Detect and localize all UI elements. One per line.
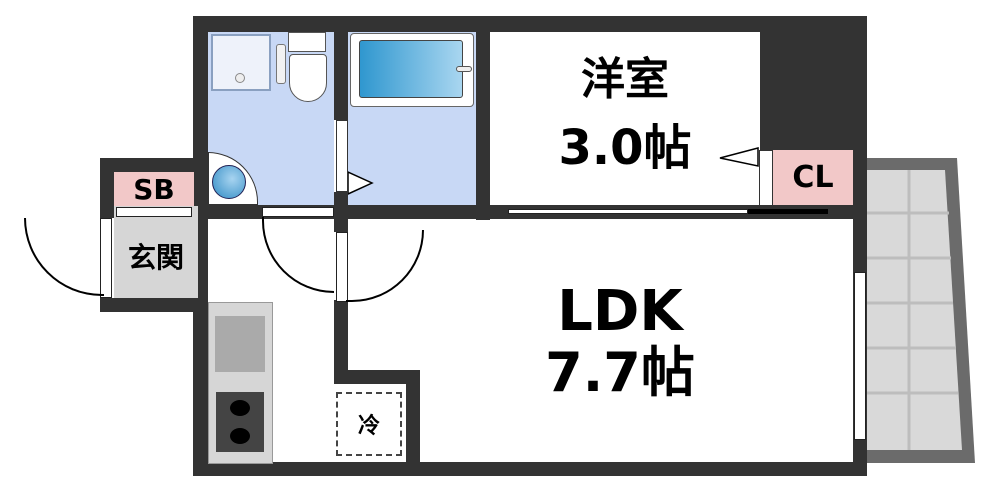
toilet-bowl bbox=[289, 54, 327, 102]
closet: CL bbox=[773, 150, 853, 205]
wall-entrance-top bbox=[100, 158, 208, 172]
balcony bbox=[857, 158, 987, 476]
drain-icon bbox=[235, 73, 245, 83]
washbasin-bowl bbox=[212, 165, 246, 199]
sliding-door-room[interactable] bbox=[508, 209, 748, 214]
wall-fridge-top bbox=[334, 370, 420, 384]
bathroom-door[interactable] bbox=[336, 120, 348, 192]
fridge-space: 冷 bbox=[336, 392, 402, 456]
closet-door[interactable] bbox=[759, 150, 773, 206]
wall-kitchen-left bbox=[193, 300, 208, 476]
washroom-door-swing bbox=[262, 217, 334, 293]
burner-icon bbox=[230, 400, 250, 416]
shoebox-door[interactable] bbox=[116, 207, 192, 217]
wall-bottom bbox=[193, 462, 867, 476]
wall-entrance-left bbox=[100, 158, 114, 218]
western-room-floor bbox=[490, 32, 760, 205]
front-door-swing bbox=[24, 218, 104, 296]
bathtub-basin bbox=[359, 40, 463, 98]
balcony-window[interactable] bbox=[854, 272, 866, 440]
shoebox: SB bbox=[114, 172, 194, 206]
wall-bath-divider bbox=[334, 16, 348, 120]
toilet-tank bbox=[288, 32, 326, 52]
wall-entrance-bottom bbox=[100, 298, 208, 312]
wall-wet-bottom bbox=[193, 205, 490, 219]
wall-bath-right bbox=[476, 16, 490, 220]
wall-top bbox=[193, 16, 865, 32]
toilet-panel bbox=[276, 44, 286, 84]
closet-door-arrow-icon bbox=[719, 147, 759, 167]
sliding-door-track bbox=[748, 209, 828, 214]
wall-ldk-left bbox=[334, 300, 348, 375]
ldk-door-swing bbox=[346, 230, 424, 302]
ldk-size: 7.7帖 bbox=[545, 341, 695, 404]
washroom-door[interactable] bbox=[262, 207, 334, 217]
fridge-label: 冷 bbox=[357, 414, 380, 439]
wall-fridge-right bbox=[406, 370, 420, 476]
storage-block bbox=[760, 16, 865, 150]
balcony-drawing bbox=[857, 158, 975, 463]
door-arrow-icon bbox=[348, 171, 374, 195]
faucet-icon bbox=[456, 66, 472, 72]
burner-icon bbox=[230, 428, 250, 444]
western-room-name: 洋室 bbox=[581, 54, 669, 105]
entrance-label: 玄関 bbox=[127, 241, 184, 274]
closet-label: CL bbox=[792, 160, 834, 195]
sink-icon bbox=[215, 316, 265, 372]
shoebox-label: SB bbox=[133, 172, 175, 206]
entrance-floor bbox=[114, 206, 198, 298]
ldk-name: LDK bbox=[557, 279, 683, 344]
western-room-size: 3.0帖 bbox=[558, 120, 692, 176]
